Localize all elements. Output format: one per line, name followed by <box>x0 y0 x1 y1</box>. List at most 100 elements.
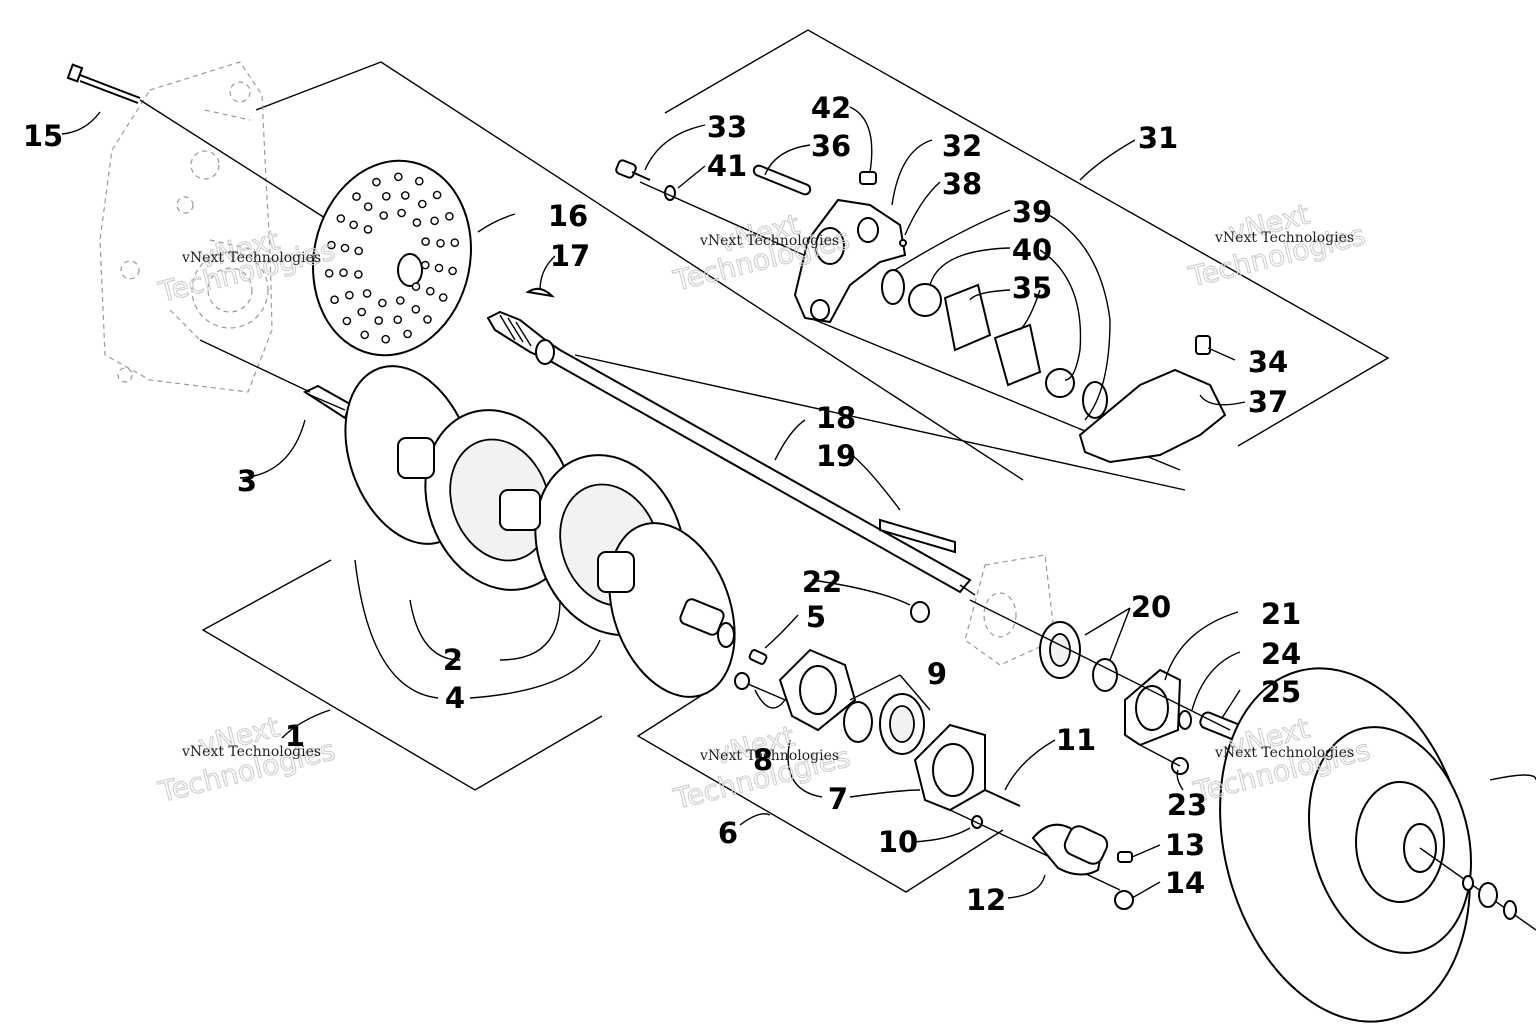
shaft-line-right <box>969 599 1231 731</box>
flange-7-left <box>778 648 857 732</box>
callout-24: 24 <box>1261 637 1301 671</box>
disc-hole <box>360 330 370 340</box>
callout-33: 33 <box>707 110 747 144</box>
callout-39: 39 <box>1012 195 1052 229</box>
jackshaft-3 <box>199 339 352 420</box>
disc-hole <box>379 211 389 220</box>
disc-hole <box>381 191 391 201</box>
housing-12 <box>1031 823 1109 876</box>
disc-hole <box>342 316 352 326</box>
disc-hole <box>436 238 445 248</box>
group-box-bearing-flange <box>636 689 1004 893</box>
watermark-text: vNext Technologies <box>699 748 839 764</box>
callout-11: 11 <box>1056 723 1096 757</box>
disc-hole <box>339 268 348 278</box>
caliper-body-37 <box>1078 368 1227 464</box>
disc-hole <box>411 282 421 291</box>
disc-hole <box>345 290 354 300</box>
bearing-20 <box>1039 621 1118 692</box>
group-box-drive-shaft <box>255 61 1024 481</box>
flange-21 <box>1124 668 1182 747</box>
callout-14: 14 <box>1165 866 1205 900</box>
fitting-13 <box>1117 851 1133 863</box>
callout-31: 31 <box>1138 121 1178 155</box>
callout-23: 23 <box>1167 788 1207 822</box>
woodruff-key-17 <box>525 287 555 298</box>
callout-40: 40 <box>1012 233 1052 267</box>
carriage-bolt-5 <box>748 649 768 665</box>
callout-6: 6 <box>718 816 738 850</box>
bolt-15 <box>66 63 326 219</box>
bolt-23 <box>1139 744 1189 775</box>
disc-hole <box>403 329 412 339</box>
callout-10: 10 <box>878 825 918 859</box>
callout-20: 20 <box>1131 590 1171 624</box>
disc-hole <box>395 296 405 305</box>
disc-hole <box>363 202 373 211</box>
pin-36 <box>752 164 812 196</box>
callout-36: 36 <box>811 129 851 163</box>
spacer-4-hubs <box>397 437 635 593</box>
callout-9: 9 <box>927 657 947 691</box>
disc-hole <box>327 240 336 250</box>
callout-8: 8 <box>753 743 773 777</box>
disc-hole <box>414 176 424 186</box>
disc-hole <box>438 293 448 302</box>
disc-hole <box>421 237 430 246</box>
disc-hole <box>372 177 381 187</box>
watermark-text: vNext Technologies <box>1214 230 1354 246</box>
nut-22 <box>910 601 930 623</box>
disc-hole <box>423 315 432 324</box>
piston-right <box>1045 368 1108 419</box>
washer-41 <box>664 185 676 201</box>
disc-hole <box>411 304 421 314</box>
callout-38: 38 <box>942 167 982 201</box>
sprocket-plate-right <box>608 522 736 698</box>
callout-19: 19 <box>816 439 856 473</box>
disc-hole <box>430 216 439 226</box>
disc-hole <box>445 211 454 221</box>
callout-18: 18 <box>816 401 856 435</box>
flange-7-right <box>913 723 986 812</box>
bleeder-42 <box>859 171 877 185</box>
disc-hole <box>400 191 410 200</box>
callout-34: 34 <box>1248 345 1288 379</box>
bolt-33 <box>615 159 651 181</box>
watermark-text: vNext Technologies <box>1214 745 1354 761</box>
callout-5: 5 <box>806 600 826 634</box>
callout-labels: 1 2 3 4 5 6 7 8 9 10 11 12 13 14 15 16 1… <box>23 91 1301 917</box>
callout-22: 22 <box>802 565 842 599</box>
disc-hole <box>374 316 384 325</box>
callout-15: 15 <box>23 119 63 153</box>
group-box-drive-sprockets <box>201 559 603 791</box>
brake-disc-16 <box>312 159 472 357</box>
callout-37: 37 <box>1248 385 1288 419</box>
grease-fitting-34 <box>1195 335 1211 355</box>
disc-hole <box>362 289 372 298</box>
brake-pad-35 <box>943 283 1042 387</box>
disc-hole <box>397 208 406 218</box>
callout-42: 42 <box>811 91 851 125</box>
disc-hole <box>434 263 444 273</box>
bearing-housing-right <box>964 554 1056 666</box>
disc-hole <box>432 190 442 200</box>
drive-shaft-18 <box>486 310 1186 596</box>
disc-hole <box>425 286 435 296</box>
callout-1: 1 <box>285 719 305 753</box>
disc-hole <box>354 270 363 279</box>
disc-hole <box>393 172 403 182</box>
disc-hole <box>363 225 373 234</box>
watermark-text: vNext Technologies <box>699 233 839 249</box>
callout-13: 13 <box>1165 828 1205 862</box>
o-ring-39 <box>881 269 905 305</box>
shaft-key-19 <box>879 518 956 554</box>
disc-hole <box>357 307 367 317</box>
pin-38 <box>899 239 907 247</box>
callout-21: 21 <box>1261 597 1301 631</box>
disc-hole <box>354 246 364 256</box>
callout-41: 41 <box>707 149 747 183</box>
callout-12: 12 <box>966 883 1006 917</box>
caliper-body-32 <box>793 198 907 324</box>
chaincase-housing <box>99 61 273 393</box>
